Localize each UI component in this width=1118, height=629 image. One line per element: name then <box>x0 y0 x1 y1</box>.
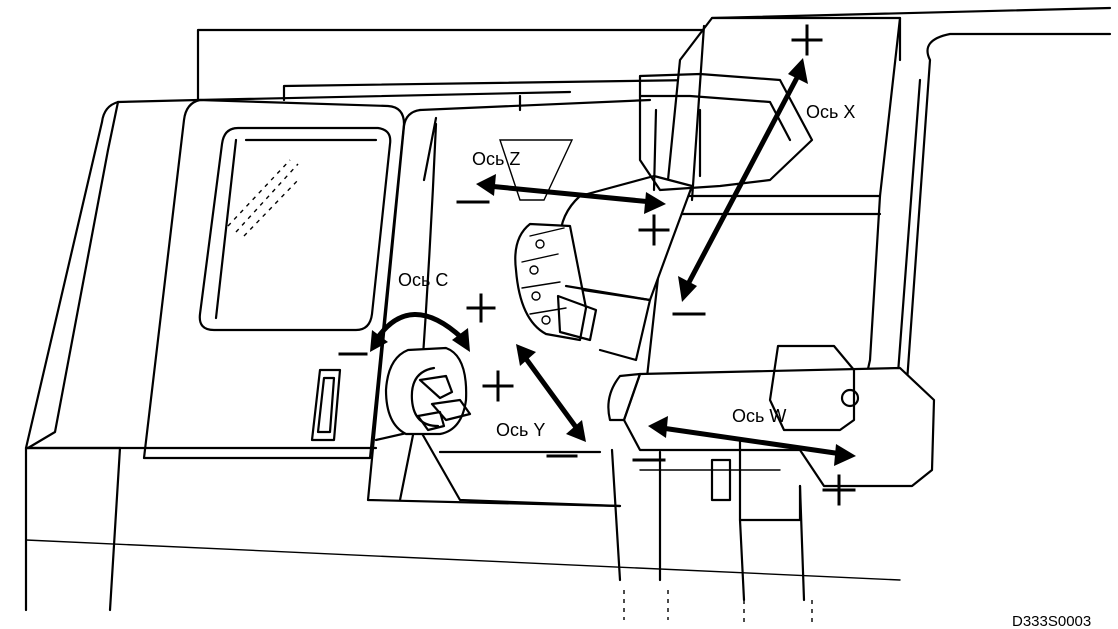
x-axis-label: Ось X <box>806 102 855 122</box>
y-axis-label: Ось Y <box>496 420 545 440</box>
machine-body <box>24 6 1112 625</box>
y-axis-arrow <box>516 344 586 442</box>
axis-signs <box>338 24 856 506</box>
c-axis-arrow <box>370 312 470 352</box>
w-axis-arrow <box>648 416 856 466</box>
c-axis-label: Ось C <box>398 270 448 290</box>
z-axis-label: Ось Z <box>472 149 520 169</box>
z-axis-arrow <box>476 174 666 214</box>
x-axis-arrow <box>678 58 808 302</box>
w-axis-label: Ось W <box>732 406 786 426</box>
figure-code: D333S0003 <box>1012 613 1091 629</box>
